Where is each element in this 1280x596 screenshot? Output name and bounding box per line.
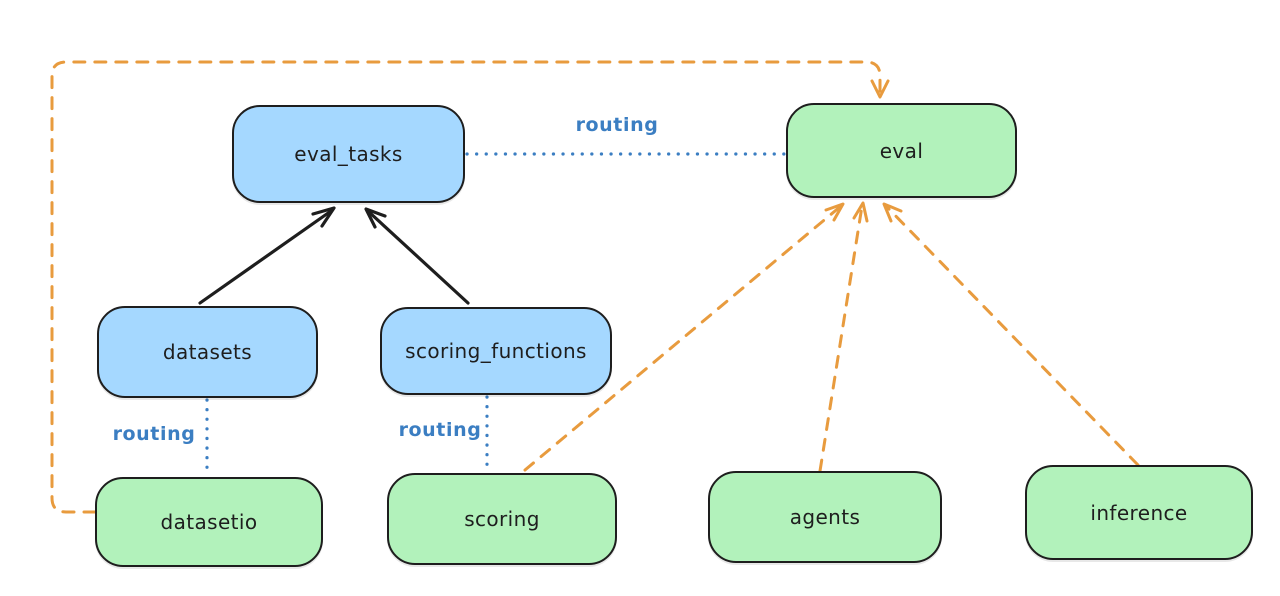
edge-datasets-to-eval_tasks [198, 209, 333, 305]
node-eval_tasks: eval_tasks [232, 105, 465, 203]
node-datasets-label: datasets [162, 340, 253, 364]
edge-agents-to-eval [818, 204, 864, 473]
edge-datasetio-to-eval-loop [50, 60, 882, 514]
node-agents-label: agents [789, 505, 861, 529]
node-scoring: scoring [387, 473, 617, 565]
arrowhead-inference-to-eval [882, 202, 903, 223]
node-scoring_functions-label: scoring_functions [405, 339, 587, 363]
node-eval: eval [786, 103, 1017, 198]
node-datasetio-label: datasetio [160, 510, 258, 534]
edge-scoring-to-eval [523, 204, 843, 472]
arrowhead-scoring_functions-to-eval_tasks [364, 207, 387, 229]
edge-label-routing-scoring_functions-scoring: routing [398, 419, 482, 441]
edge-label-routing-eval_tasks-eval: routing [575, 114, 659, 136]
arrowhead-datasets-to-eval_tasks [311, 206, 336, 228]
node-datasets: datasets [97, 306, 318, 398]
node-eval-label: eval [879, 138, 924, 163]
node-inference: inference [1025, 465, 1253, 560]
node-scoring-label: scoring [464, 507, 540, 531]
edge-scoring_functions-to-eval_tasks [367, 210, 470, 305]
arrowhead-datasetio-to-eval [870, 79, 890, 99]
node-scoring_functions: scoring_functions [380, 307, 612, 395]
arrowhead-scoring-to-eval [824, 202, 845, 222]
edge-inference-to-eval [885, 205, 1140, 467]
node-inference-label: inference [1090, 500, 1188, 525]
edge-label-routing-datasets-datasetio: routing [112, 423, 196, 445]
node-agents: agents [708, 471, 942, 563]
arrowhead-agents-to-eval [852, 201, 869, 223]
node-eval_tasks-label: eval_tasks [294, 142, 403, 166]
node-datasetio: datasetio [95, 477, 323, 567]
